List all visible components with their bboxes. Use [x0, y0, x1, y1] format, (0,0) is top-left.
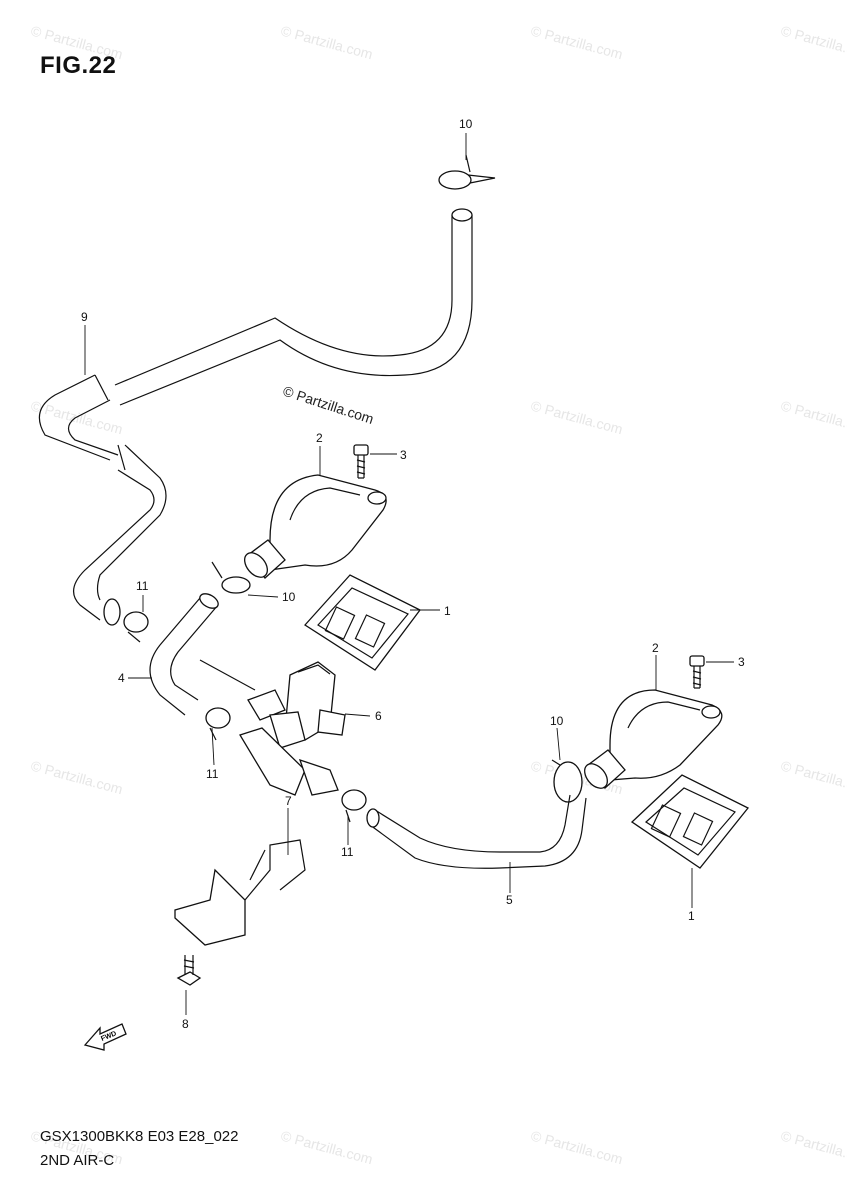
cover-part-2	[244, 474, 387, 579]
hose-part-4	[149, 593, 256, 716]
cover-part-2	[584, 689, 723, 789]
bolt-part-3	[353, 444, 369, 479]
callout-3: 3	[400, 448, 407, 462]
callout-10: 10	[550, 714, 564, 728]
clamp-part-11	[205, 707, 231, 741]
hose-part-9	[38, 208, 473, 626]
callout-2: 2	[316, 431, 323, 445]
figure-title: FIG.22	[40, 52, 117, 79]
callout-labels: 10 9 2 3 11 10 1 4 2 3 6 10 11 7 11 5 1 …	[81, 117, 745, 1031]
watermark-text: © Partzilla.com	[529, 22, 624, 62]
valve-part-6	[239, 661, 346, 796]
bolt-part-8	[176, 955, 202, 986]
callout-9: 9	[81, 310, 88, 324]
watermark-text: © Partzilla.com	[279, 22, 374, 62]
callout-8: 8	[182, 1017, 189, 1031]
watermark-main: © Partzilla.com	[281, 383, 376, 427]
clamp-part-10	[211, 561, 251, 594]
reed-valve-part-1	[304, 574, 421, 671]
callout-1: 1	[444, 604, 451, 618]
callout-11: 11	[136, 579, 149, 593]
callout-10: 10	[459, 117, 473, 131]
hose-part-5	[366, 794, 587, 869]
watermark-text: © Partzilla.com	[779, 22, 847, 62]
bolt-part-3	[689, 655, 705, 689]
callout-4: 4	[118, 671, 125, 685]
clamp-part-11	[341, 789, 367, 823]
figure-code: GSX1300BKK8 E03 E28_022	[40, 1128, 239, 1145]
watermark-text: © Partzilla.com	[29, 22, 124, 62]
watermark-text: © Partzilla.com	[529, 397, 624, 437]
watermark-text: © Partzilla.com	[29, 757, 124, 797]
bracket-part-7	[174, 839, 306, 946]
background-watermarks: © Partzilla.com © Partzilla.com © Partzi…	[29, 22, 847, 1167]
watermark-text: © Partzilla.com	[279, 1127, 374, 1167]
leader-lines	[84, 133, 734, 1015]
fwd-arrow-icon: FWD	[83, 1023, 127, 1051]
figure-name: 2ND AIR-C	[40, 1152, 115, 1169]
callout-10: 10	[282, 590, 296, 604]
callout-1: 1	[688, 909, 695, 923]
callout-11: 11	[341, 845, 354, 859]
callout-11: 11	[206, 767, 219, 781]
clamp-part-10	[438, 154, 496, 190]
watermark-text: © Partzilla.com	[779, 757, 847, 797]
clamp-part-10	[551, 759, 583, 803]
watermark-text: © Partzilla.com	[779, 397, 847, 437]
callout-6: 6	[375, 709, 382, 723]
watermark-text: © Partzilla.com	[529, 1127, 624, 1167]
callout-5: 5	[506, 893, 513, 907]
reed-valve-part-1	[630, 774, 750, 869]
watermark-text: © Partzilla.com	[779, 1127, 847, 1167]
callout-7: 7	[285, 794, 292, 808]
callout-2: 2	[652, 641, 659, 655]
clamp-part-11	[123, 611, 149, 643]
callout-3: 3	[738, 655, 745, 669]
